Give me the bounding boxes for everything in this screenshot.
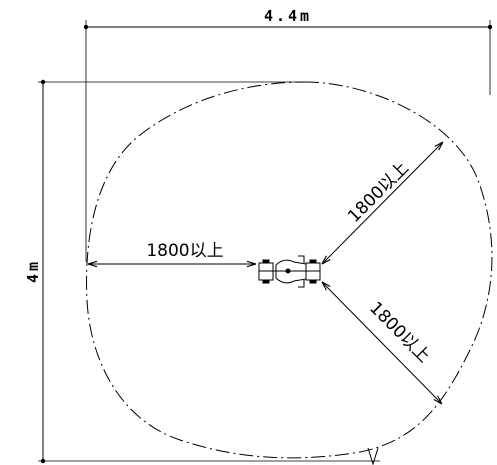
clearance-boundary bbox=[86, 81, 493, 459]
lower-right-clearance-label: 1800以上 bbox=[365, 298, 434, 367]
spring-rider-equipment bbox=[258, 255, 321, 288]
height-dimension: 4m bbox=[24, 79, 380, 464]
left-clearance-label: 1800以上 bbox=[146, 241, 223, 261]
width-dimension: 4.4m bbox=[83, 7, 493, 262]
upper-right-clearance-label: 1800以上 bbox=[344, 158, 413, 227]
upper-right-clearance-arrow bbox=[322, 142, 443, 264]
width-label: 4.4m bbox=[264, 7, 312, 25]
bottom-tick-mark bbox=[367, 447, 379, 465]
height-label: 4m bbox=[24, 259, 42, 283]
lower-right-clearance-arrow bbox=[322, 282, 442, 404]
